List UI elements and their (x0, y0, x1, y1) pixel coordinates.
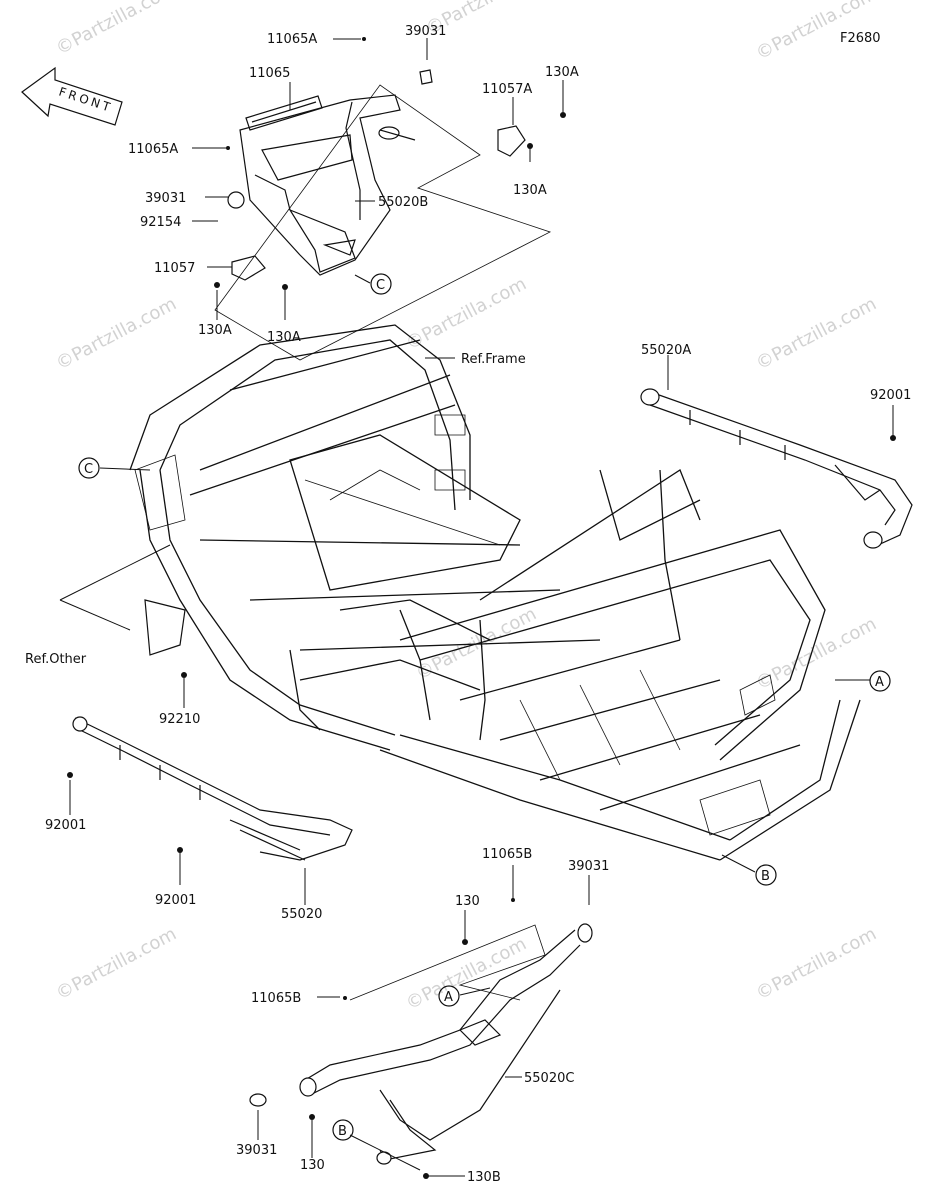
label-11065A-left: 11065A (128, 142, 178, 157)
diagram-code: F2680 (840, 31, 881, 46)
front-arrow: FRONT (21, 66, 123, 126)
side-guard-55020 (72, 599, 353, 861)
label-55020B: 55020B (378, 195, 428, 210)
fastener-dots (67, 37, 896, 1179)
label-130A-4: 130A (267, 330, 301, 345)
label-92001-right: 92001 (870, 388, 911, 403)
front-arrow-label: FRONT (57, 85, 115, 116)
label-92154: 92154 (140, 215, 181, 230)
label-39031-lower: 39031 (236, 1143, 277, 1158)
label-ref-frame: Ref.Frame (461, 352, 526, 367)
label-11065A-top: 11065A (267, 32, 317, 47)
label-130B: 130B (467, 1170, 501, 1185)
watermark-text: ©Partzilla.com (52, 293, 179, 374)
label-130A-1: 130A (545, 65, 579, 80)
part-labels: 11065A 39031 11065 130A 11057A 11065A 13… (25, 24, 911, 1185)
label-55020A: 55020A (641, 343, 691, 358)
bumper-assembly-55020B (214, 69, 552, 361)
main-frame (129, 324, 861, 861)
callout-c-letter: C (376, 278, 385, 293)
label-11065B-left: 11065B (251, 991, 301, 1006)
label-ref-other: Ref.Other (25, 652, 87, 667)
callout-c-letter: C (84, 462, 93, 477)
watermark-text: ©Partzilla.com (402, 933, 529, 1014)
bumper-assembly-55020C (249, 923, 593, 1165)
callout-a-lower: A (438, 985, 460, 1007)
watermark-text: ©Partzilla.com (752, 293, 879, 374)
callout-a-letter: A (875, 675, 884, 690)
watermark-text: ©Partzilla.com (752, 923, 879, 1004)
callout-b-letter: B (338, 1124, 347, 1139)
watermark-text: ©Partzilla.com (52, 923, 179, 1004)
watermark-text: ©Partzilla.com (52, 0, 179, 59)
callout-c-top: C (370, 273, 392, 295)
label-130A-2: 130A (513, 183, 547, 198)
label-130-bottom: 130 (300, 1158, 325, 1173)
callout-b-lower: B (332, 1119, 354, 1141)
label-11057: 11057 (154, 261, 195, 276)
label-39031-bottom: 39031 (568, 859, 609, 874)
label-11057A: 11057A (482, 82, 532, 97)
label-130A-3: 130A (198, 323, 232, 338)
label-39031-top: 39031 (405, 24, 446, 39)
label-92001-bottom: 92001 (155, 893, 196, 908)
label-55020: 55020 (281, 907, 322, 922)
label-11065B-top: 11065B (482, 847, 532, 862)
callout-c-left: C (78, 457, 100, 479)
label-39031-left: 39031 (145, 191, 186, 206)
label-55020C: 55020C (524, 1071, 574, 1086)
label-92210: 92210 (159, 712, 200, 727)
watermark-text: ©Partzilla.com (402, 273, 529, 354)
label-11065: 11065 (249, 66, 290, 81)
callout-b-letter: B (761, 869, 770, 884)
callout-b-right: B (755, 864, 777, 886)
label-130-top: 130 (455, 894, 480, 909)
leader-lines (59, 38, 894, 1177)
callout-a-letter: A (444, 990, 453, 1005)
bumper-55020A (640, 388, 913, 549)
callout-a-right: A (869, 670, 891, 692)
label-92001-left: 92001 (45, 818, 86, 833)
